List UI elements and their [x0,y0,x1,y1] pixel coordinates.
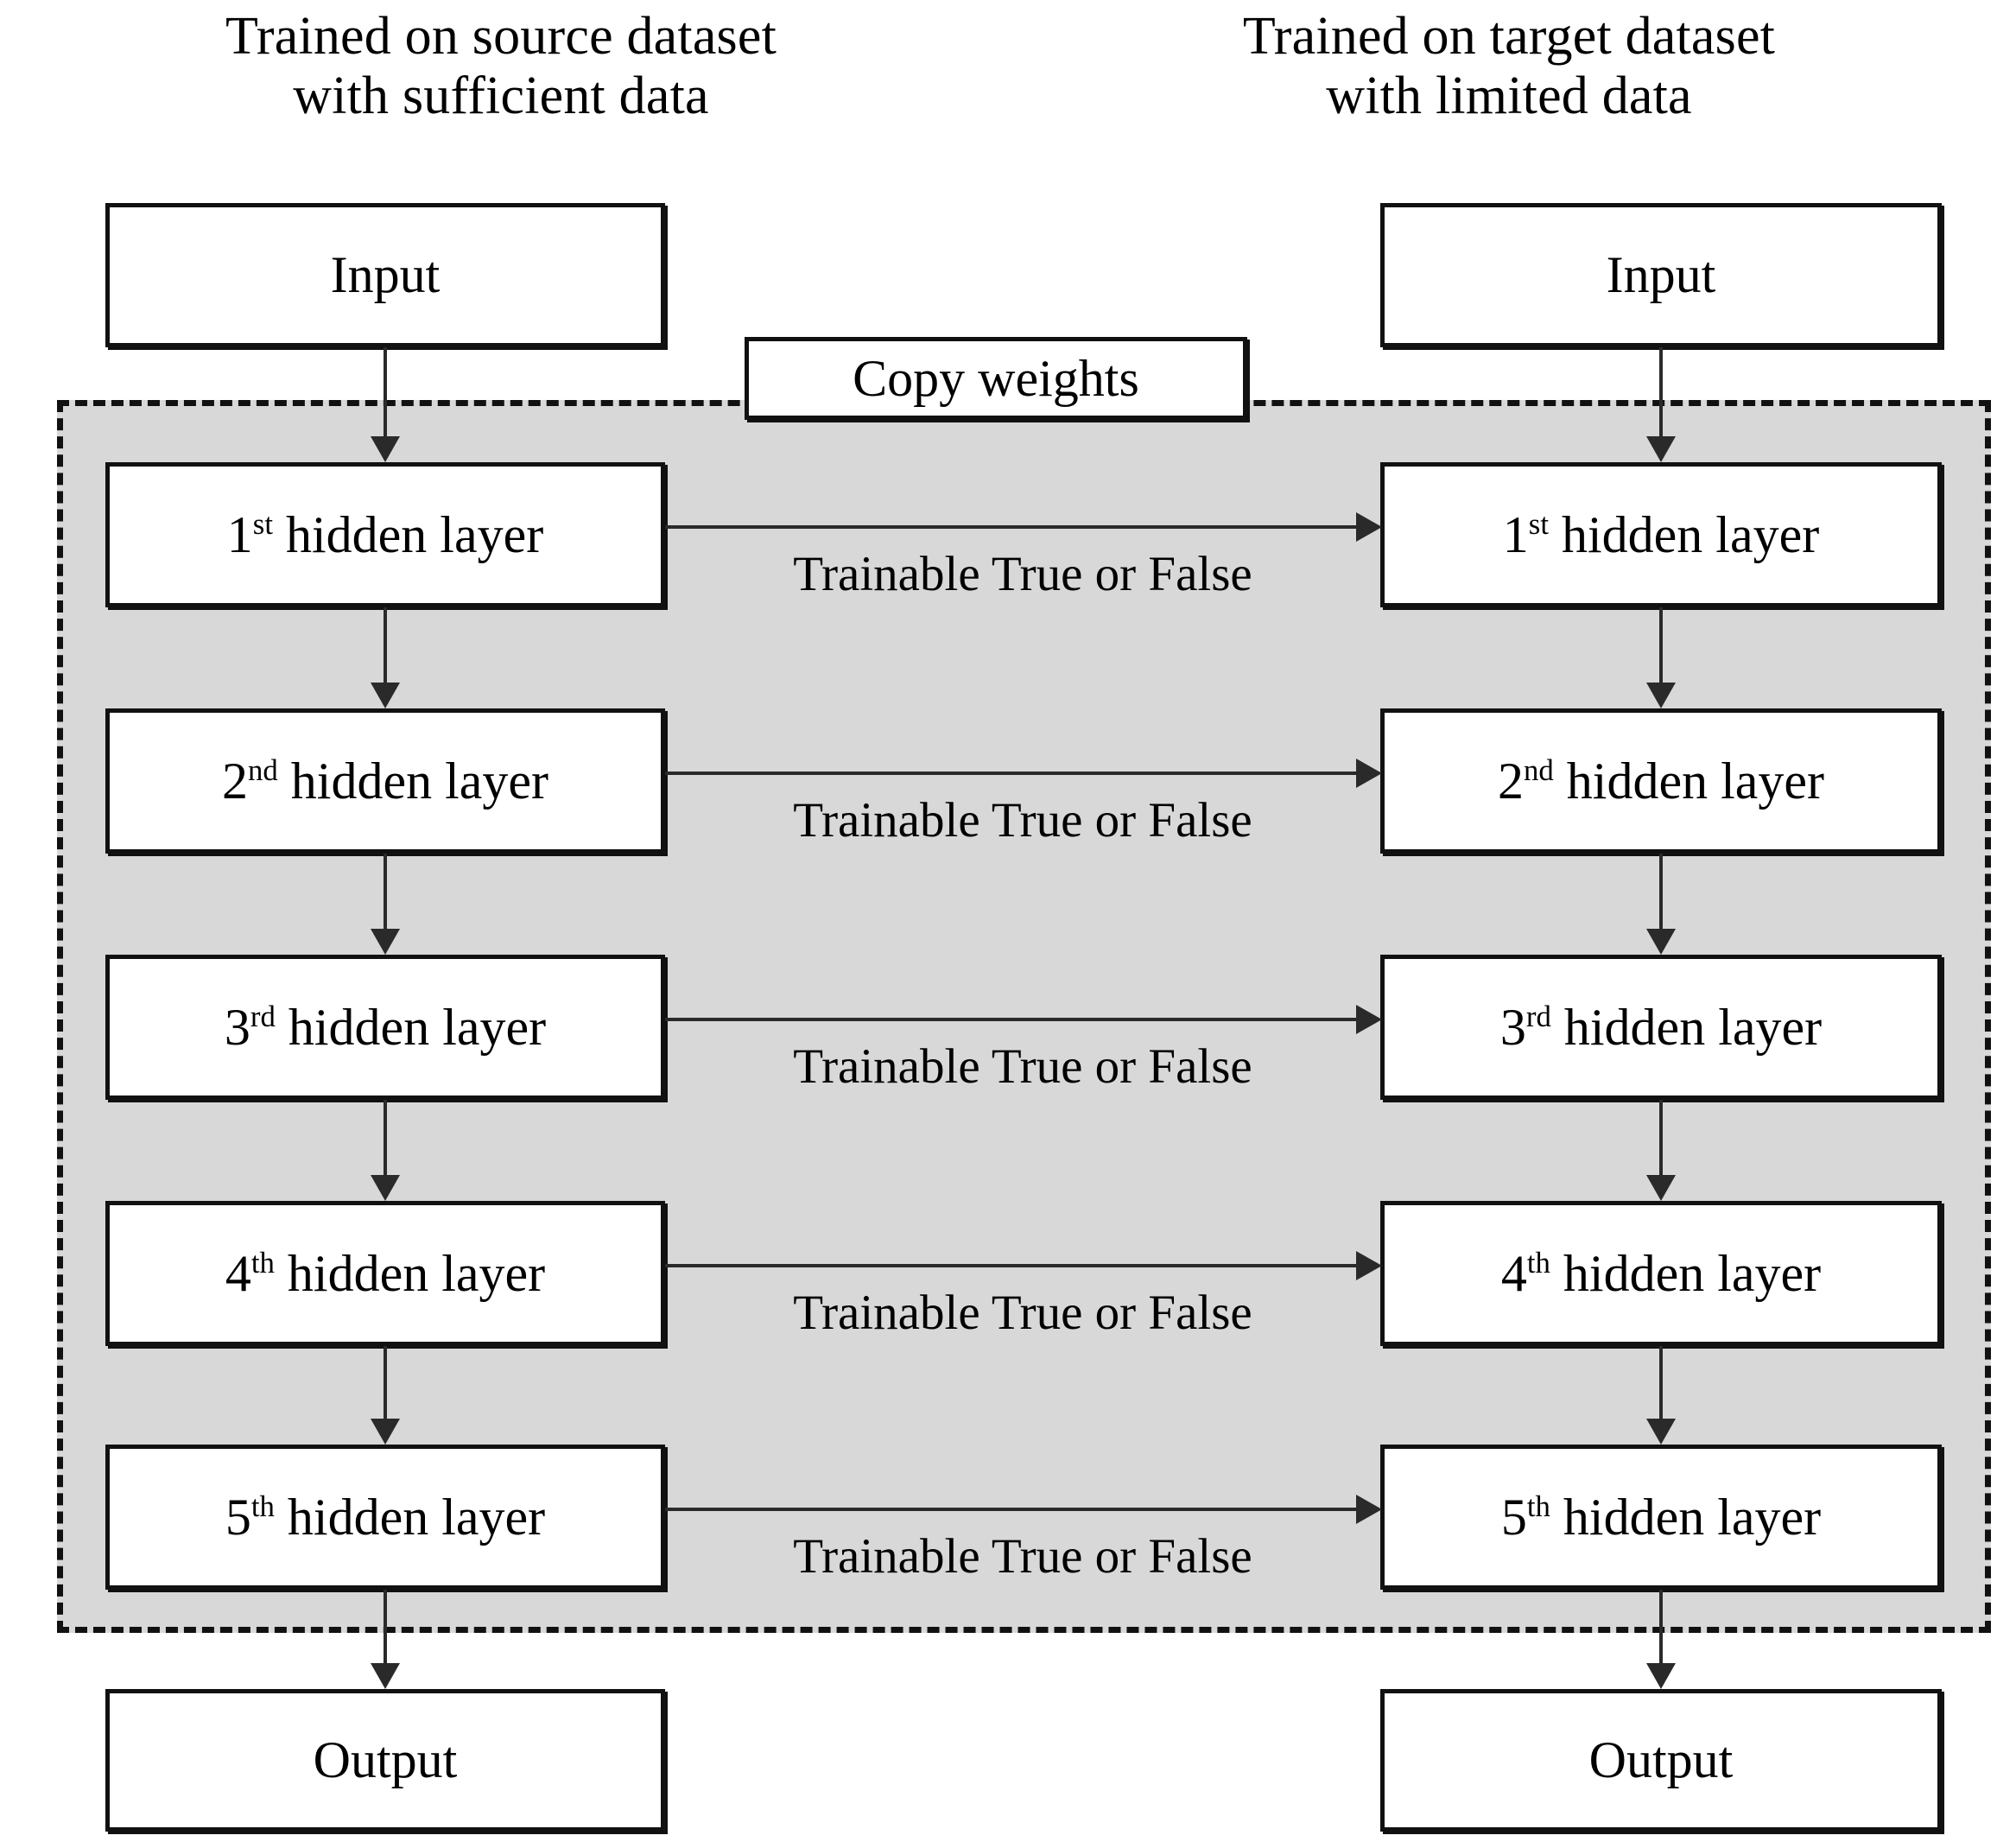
source-flow-arrow-1-head [371,436,400,462]
target-input-label: Input [1606,246,1716,303]
target-flow-arrow-1-head [1646,436,1676,462]
source-flow-arrow-2-line [384,607,387,683]
target-hidden-layer-3-label: 3rd hidden layer [1499,998,1823,1056]
transfer-arrow-5-line [665,1508,1356,1511]
source-input-label: Input [330,246,441,303]
source-hidden-layer-3-label: 3rd hidden layer [224,998,547,1056]
target-flow-arrow-4-line [1659,1100,1663,1175]
target-hidden-layer-2-label: 2nd hidden layer [1497,752,1824,810]
source-hidden-layer-5[interactable]: 5th hidden layer [105,1445,665,1590]
target-hidden-layer-2[interactable]: 2nd hidden layer [1380,708,1942,854]
target-hidden-layer-5[interactable]: 5th hidden layer [1380,1445,1942,1590]
source-hidden-layer-2[interactable]: 2nd hidden layer [105,708,665,854]
source-hidden-layer-1[interactable]: 1st hidden layer [105,462,665,607]
target-flow-arrow-3-line [1659,854,1663,929]
target-flow-arrow-5-line [1659,1346,1663,1419]
transfer-arrow-4-head [1356,1251,1382,1280]
source-output-label: Output [313,1731,458,1788]
copy-weights-box[interactable]: Copy weights [745,337,1247,420]
source-hidden-layer-1-label: 1st hidden layer [226,505,544,563]
target-hidden-layer-1[interactable]: 1st hidden layer [1380,462,1942,607]
transfer-arrow-5-label: Trainable True or False [793,1529,1252,1584]
source-flow-arrow-4-head [371,1175,400,1201]
target-flow-arrow-2-line [1659,607,1663,683]
source-output-node[interactable]: Output [105,1689,665,1832]
transfer-arrow-3-line [665,1018,1356,1021]
transfer-arrow-2-line [665,772,1356,775]
transfer-arrow-4-label: Trainable True or False [793,1286,1252,1340]
target-flow-arrow-1-line [1659,347,1663,436]
transfer-arrow-3-label: Trainable True or False [793,1039,1252,1094]
source-flow-arrow-3-line [384,854,387,929]
source-column-header: Trained on source dataset with sufficien… [225,7,777,126]
transfer-arrow-1-line [665,525,1356,529]
target-hidden-layer-3[interactable]: 3rd hidden layer [1380,955,1942,1100]
source-hidden-layer-4[interactable]: 4th hidden layer [105,1201,665,1346]
target-hidden-layer-4-label: 4th hidden layer [1500,1244,1822,1302]
transfer-arrow-1-head [1356,512,1382,542]
copy-weights-label: Copy weights [853,349,1139,407]
source-hidden-layer-5-label: 5th hidden layer [225,1488,546,1546]
transfer-arrow-4-line [665,1264,1356,1267]
transfer-arrow-2-label: Trainable True or False [793,793,1252,848]
target-output-label: Output [1588,1731,1734,1788]
transfer-arrow-3-head [1356,1005,1382,1034]
transfer-arrow-5-head [1356,1495,1382,1524]
source-output-arrow-head [371,1663,400,1689]
target-hidden-layer-1-label: 1st hidden layer [1502,505,1820,563]
target-flow-arrow-2-head [1646,683,1676,708]
target-flow-arrow-5-head [1646,1419,1676,1445]
source-flow-arrow-5-line [384,1346,387,1419]
source-hidden-layer-2-label: 2nd hidden layer [221,752,548,810]
source-flow-arrow-1-line [384,347,387,436]
target-output-arrow-head [1646,1663,1676,1689]
target-column-header: Trained on target dataset with limited d… [1242,7,1776,126]
source-input-node[interactable]: Input [105,203,665,347]
target-input-node[interactable]: Input [1380,203,1942,347]
source-flow-arrow-4-line [384,1100,387,1175]
target-hidden-layer-5-label: 5th hidden layer [1500,1488,1822,1546]
source-output-arrow-line [384,1590,387,1663]
target-flow-arrow-3-head [1646,929,1676,955]
target-hidden-layer-4[interactable]: 4th hidden layer [1380,1201,1942,1346]
source-hidden-layer-3[interactable]: 3rd hidden layer [105,955,665,1100]
source-hidden-layer-4-label: 4th hidden layer [225,1244,546,1302]
target-flow-arrow-4-head [1646,1175,1676,1201]
source-flow-arrow-5-head [371,1419,400,1445]
transfer-arrow-2-head [1356,759,1382,788]
source-flow-arrow-3-head [371,929,400,955]
source-flow-arrow-2-head [371,683,400,708]
transfer-arrow-1-label: Trainable True or False [793,547,1252,601]
target-output-arrow-line [1659,1590,1663,1663]
target-output-node[interactable]: Output [1380,1689,1942,1832]
